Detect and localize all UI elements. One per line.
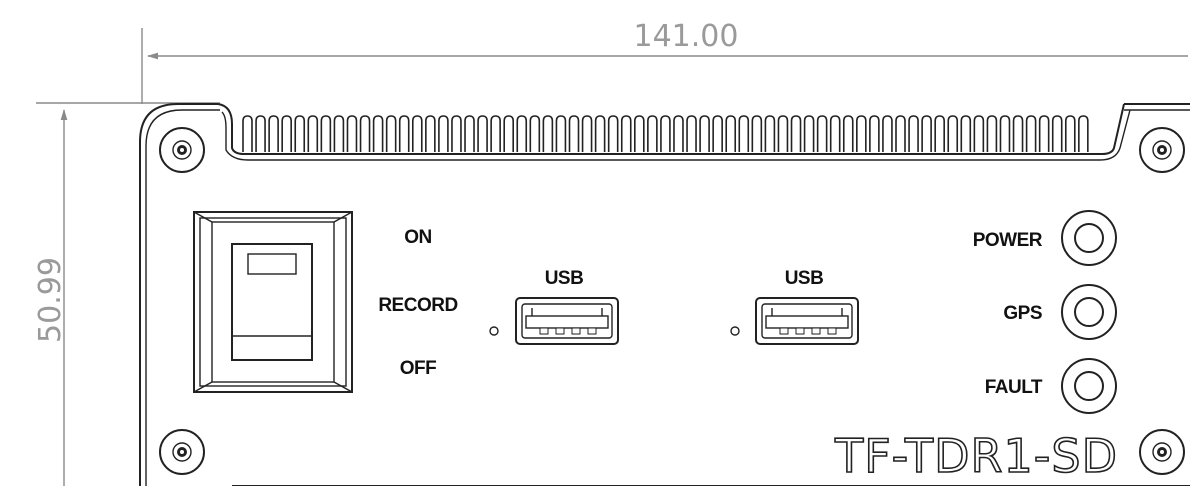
screw-top-right: [1139, 127, 1185, 173]
heatsink-fin: [581, 115, 593, 152]
heatsink-fin: [594, 115, 606, 152]
heatsink-fin: [451, 115, 462, 152]
heatsink-fin: [790, 115, 802, 152]
usb-label-2: USB: [785, 268, 824, 289]
heatsink-fin: [464, 115, 475, 152]
heatsink-fin: [294, 115, 306, 152]
indicator-label-gps: GPS: [1003, 303, 1042, 324]
gps-led-icon: [1061, 284, 1117, 340]
heatsink-fin: [908, 115, 919, 152]
usb-2-led-icon: [730, 326, 740, 336]
usb-label-1: USB: [545, 268, 584, 289]
heatsink-fin: [725, 115, 737, 152]
heatsink-fin: [947, 115, 959, 152]
width-dimension-value: 141.00: [634, 19, 739, 54]
heatsink-fin: [738, 115, 750, 152]
switch-label-off: OFF: [400, 358, 437, 379]
heatsink-fin: [503, 115, 514, 152]
model-name: TF-TDR1-SD: [834, 429, 1118, 483]
heatsink-fin: [333, 115, 345, 152]
heatsink-fin: [647, 115, 658, 152]
heatsink-fin: [372, 115, 384, 152]
heatsink-fin: [960, 115, 972, 152]
switch-label-on: ON: [404, 227, 432, 248]
indicator-label-fault: FAULT: [985, 377, 1043, 398]
heatsink-fin: [764, 115, 776, 152]
heatsink-fin: [1064, 115, 1076, 152]
heatsink-fin: [895, 115, 906, 152]
heatsink-fin: [842, 115, 854, 152]
heatsink-fin: [699, 115, 710, 152]
heatsink-fin: [869, 115, 880, 152]
heatsink-fin: [255, 115, 266, 152]
heatsink-fin: [816, 115, 828, 152]
heatsink-fin: [634, 115, 645, 152]
heatsink-fin: [673, 115, 684, 152]
screw-bottom-right: [1139, 429, 1185, 475]
heatsink-fin: [973, 115, 985, 152]
heatsink-fin: [607, 115, 619, 152]
heatsink-fin: [268, 115, 279, 152]
heatsink-fin: [1025, 115, 1037, 152]
screw-top-left: [159, 127, 205, 173]
fault-led-icon: [1061, 358, 1117, 414]
heatsink-fin: [411, 115, 423, 152]
heatsink-fin: [1012, 115, 1024, 152]
heatsink-fin: [385, 115, 397, 152]
usb-port-1[interactable]: [489, 297, 619, 345]
heatsink-fins: [242, 115, 1089, 152]
heatsink-fin: [242, 115, 253, 152]
heatsink-fin: [777, 115, 789, 152]
heatsink-fin: [921, 115, 932, 152]
heatsink-fin: [620, 115, 632, 152]
heatsink-fin: [555, 115, 567, 152]
heatsink-fin: [686, 115, 697, 152]
usb-port-2[interactable]: [730, 297, 859, 345]
heatsink-fin: [660, 115, 671, 152]
height-dimension-value: 50.99: [33, 257, 68, 343]
enclosure-outline: [139, 103, 1190, 486]
heatsink-fin: [986, 115, 998, 152]
heatsink-fin: [803, 115, 815, 152]
heatsink-fin: [516, 115, 528, 152]
heatsink-fin: [856, 115, 867, 152]
heatsink-fin: [425, 115, 436, 152]
heatsink-fin: [999, 115, 1011, 152]
heatsink-fin: [1051, 115, 1063, 152]
heatsink-fin: [490, 115, 501, 152]
heatsink-fin: [529, 115, 541, 152]
heatsink-fin: [751, 115, 763, 152]
heatsink-fin: [542, 115, 554, 152]
height-dimension: 50.99: [33, 102, 220, 486]
heatsink-fin: [568, 115, 580, 152]
heatsink-fin: [346, 115, 358, 152]
heatsink-fin: [307, 115, 319, 152]
heatsink-fin: [438, 115, 449, 152]
heatsink-fin: [882, 115, 893, 152]
heatsink-fin: [712, 115, 723, 152]
heatsink-fin: [934, 115, 945, 152]
power-led-icon: [1061, 210, 1117, 266]
indicator-label-power: POWER: [973, 230, 1043, 251]
switch-label-record: RECORD: [378, 295, 457, 316]
heatsink-fin: [1078, 115, 1089, 152]
mode-switch[interactable]: [193, 211, 353, 393]
heatsink-fin: [1038, 115, 1050, 152]
heatsink-fin: [398, 115, 410, 152]
screw-bottom-left: [159, 429, 205, 475]
heatsink-fin: [829, 115, 841, 152]
heatsink-fin: [477, 115, 488, 152]
width-dimension: 141.00: [141, 19, 1188, 104]
heatsink-fin: [320, 115, 332, 152]
usb-1-led-icon: [489, 326, 499, 336]
heatsink-fin: [281, 115, 292, 152]
heatsink-fin: [359, 115, 371, 152]
